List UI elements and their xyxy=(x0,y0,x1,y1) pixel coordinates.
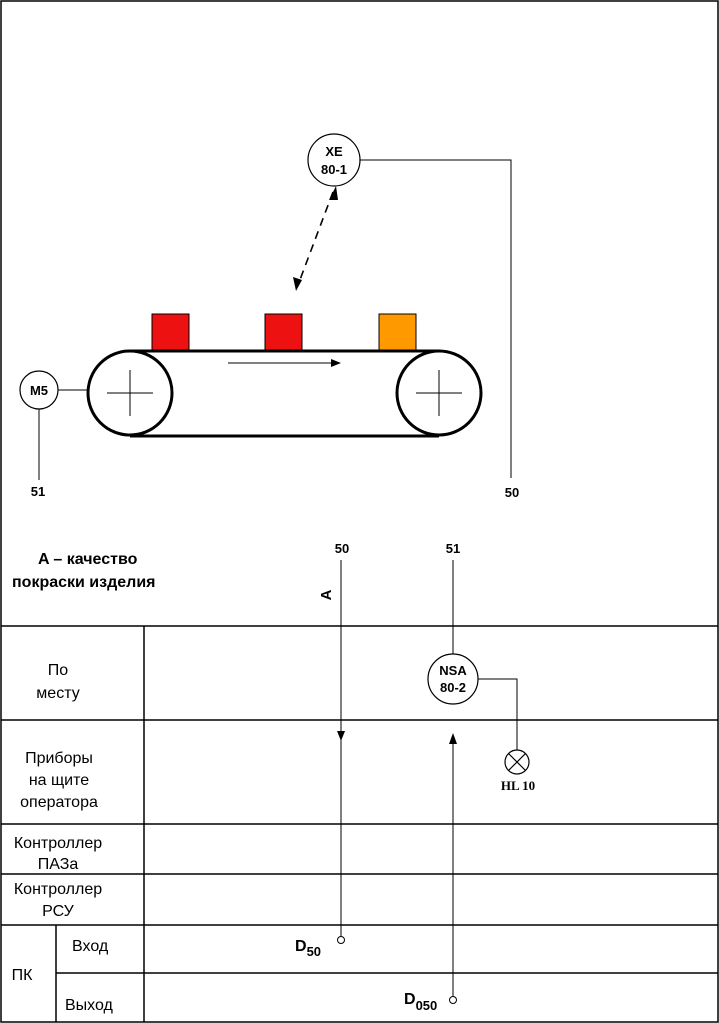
d50-subscript: 50 xyxy=(307,944,321,959)
row-dcs-line2: РСУ xyxy=(42,903,75,920)
function-table: По месту Приборы на щите оператора Контр… xyxy=(1,625,718,1022)
row-esd-line2: ПАЗа xyxy=(38,856,79,873)
xe-tag: XE xyxy=(325,144,343,159)
xe-line-number: 50 xyxy=(505,485,519,500)
row-local-line1: По xyxy=(48,662,69,679)
product-item-1 xyxy=(151,313,190,352)
row-dcs-line1: Контроллер xyxy=(14,881,102,898)
xe-circle xyxy=(307,133,361,187)
motor-label: M5 xyxy=(30,383,48,398)
product-item-2 xyxy=(264,313,303,352)
nsa-circle xyxy=(427,653,479,705)
row-panel-line2: на щите xyxy=(29,772,89,789)
nsa-to-lamp-line xyxy=(478,678,518,750)
line-50-down-arrow xyxy=(337,731,345,741)
row-panel-line1: Приборы xyxy=(25,750,93,767)
xe-signal-line xyxy=(360,159,512,478)
nsa-number: 80-2 xyxy=(440,680,466,695)
parameter-symbol: A xyxy=(318,589,335,600)
column-51-number: 51 xyxy=(446,541,460,556)
sensor-xe-80-1: XE 80-1 50 xyxy=(293,133,519,500)
lamp-x-2 xyxy=(508,753,526,771)
conveyor xyxy=(86,313,483,438)
row-pc-label: ПК xyxy=(12,967,34,984)
d50-main: D xyxy=(295,938,307,955)
row-local-line2: месту xyxy=(36,685,79,702)
row-panel-line3: оператора xyxy=(20,794,98,811)
lamp-hl-10: HL 10 xyxy=(501,749,535,793)
product-item-3 xyxy=(378,313,417,352)
instrument-nsa-80-2: NSA 80-2 xyxy=(427,653,518,750)
row-esd-line1: Контроллер xyxy=(14,835,102,852)
lamp-label: HL 10 xyxy=(501,778,535,793)
xe-number: 80-1 xyxy=(321,162,347,177)
d050-main: D xyxy=(404,991,416,1008)
line-51-up-arrow xyxy=(449,733,457,744)
column-50-number: 50 xyxy=(335,541,349,556)
d050-terminal xyxy=(449,996,457,1004)
row-output-label: Выход xyxy=(65,997,114,1014)
row-input-label: Вход xyxy=(72,938,109,955)
nsa-tag: NSA xyxy=(439,663,467,678)
xe-arrow-down-head xyxy=(293,277,302,291)
d50-terminal xyxy=(337,936,345,944)
motor-m5: M5 51 xyxy=(19,370,88,499)
xe-dashed-link xyxy=(297,191,334,286)
d50-label: D50 xyxy=(295,938,321,959)
parameter-desc-line2: покраски изделия xyxy=(12,574,155,591)
xe-arrow-up-head xyxy=(329,186,338,200)
motor-line-number: 51 xyxy=(31,484,45,499)
d050-label: D050 xyxy=(404,991,437,1013)
d050-subscript: 050 xyxy=(416,998,438,1013)
parameter-desc-line1: A – качество xyxy=(38,551,138,568)
